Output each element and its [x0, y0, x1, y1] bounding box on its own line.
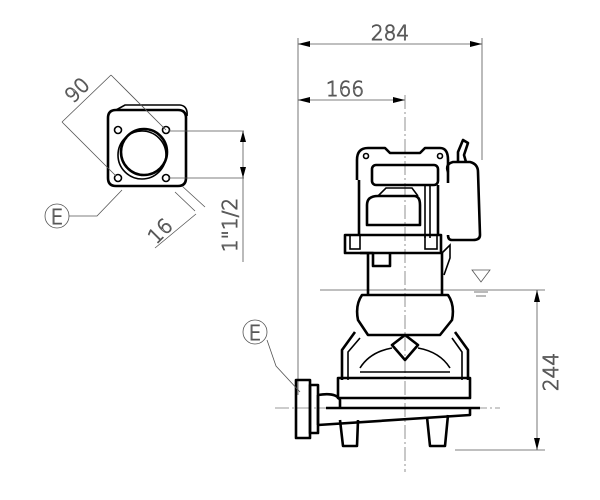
- dimension-284: 284: [297, 21, 483, 395]
- pump-body: [316, 138, 482, 448]
- water-level-symbol: [471, 269, 491, 297]
- dim-16-label: 16: [143, 214, 178, 249]
- flange-marker-label: E: [51, 205, 64, 229]
- dimension-90: 90: [59, 72, 167, 177]
- dimension-16: 16: [142, 185, 206, 249]
- dimension-244: 244: [320, 289, 563, 451]
- dimension-166: 166: [298, 77, 405, 103]
- dim-90-label: 90: [60, 73, 95, 108]
- dim-166-label: 166: [326, 77, 364, 101]
- flange-detail-view: [106, 104, 188, 188]
- outlet-marker-e: E: [242, 319, 301, 393]
- outlet-flange: [294, 378, 320, 440]
- flange-marker-e: E: [44, 189, 123, 229]
- outlet-marker-label: E: [249, 321, 262, 345]
- dimension-thread: 1"1/2: [168, 130, 246, 262]
- dim-thread-label: 1"1/2: [218, 198, 242, 252]
- dim-244-label: 244: [539, 353, 563, 391]
- dim-284-label: 284: [371, 21, 409, 45]
